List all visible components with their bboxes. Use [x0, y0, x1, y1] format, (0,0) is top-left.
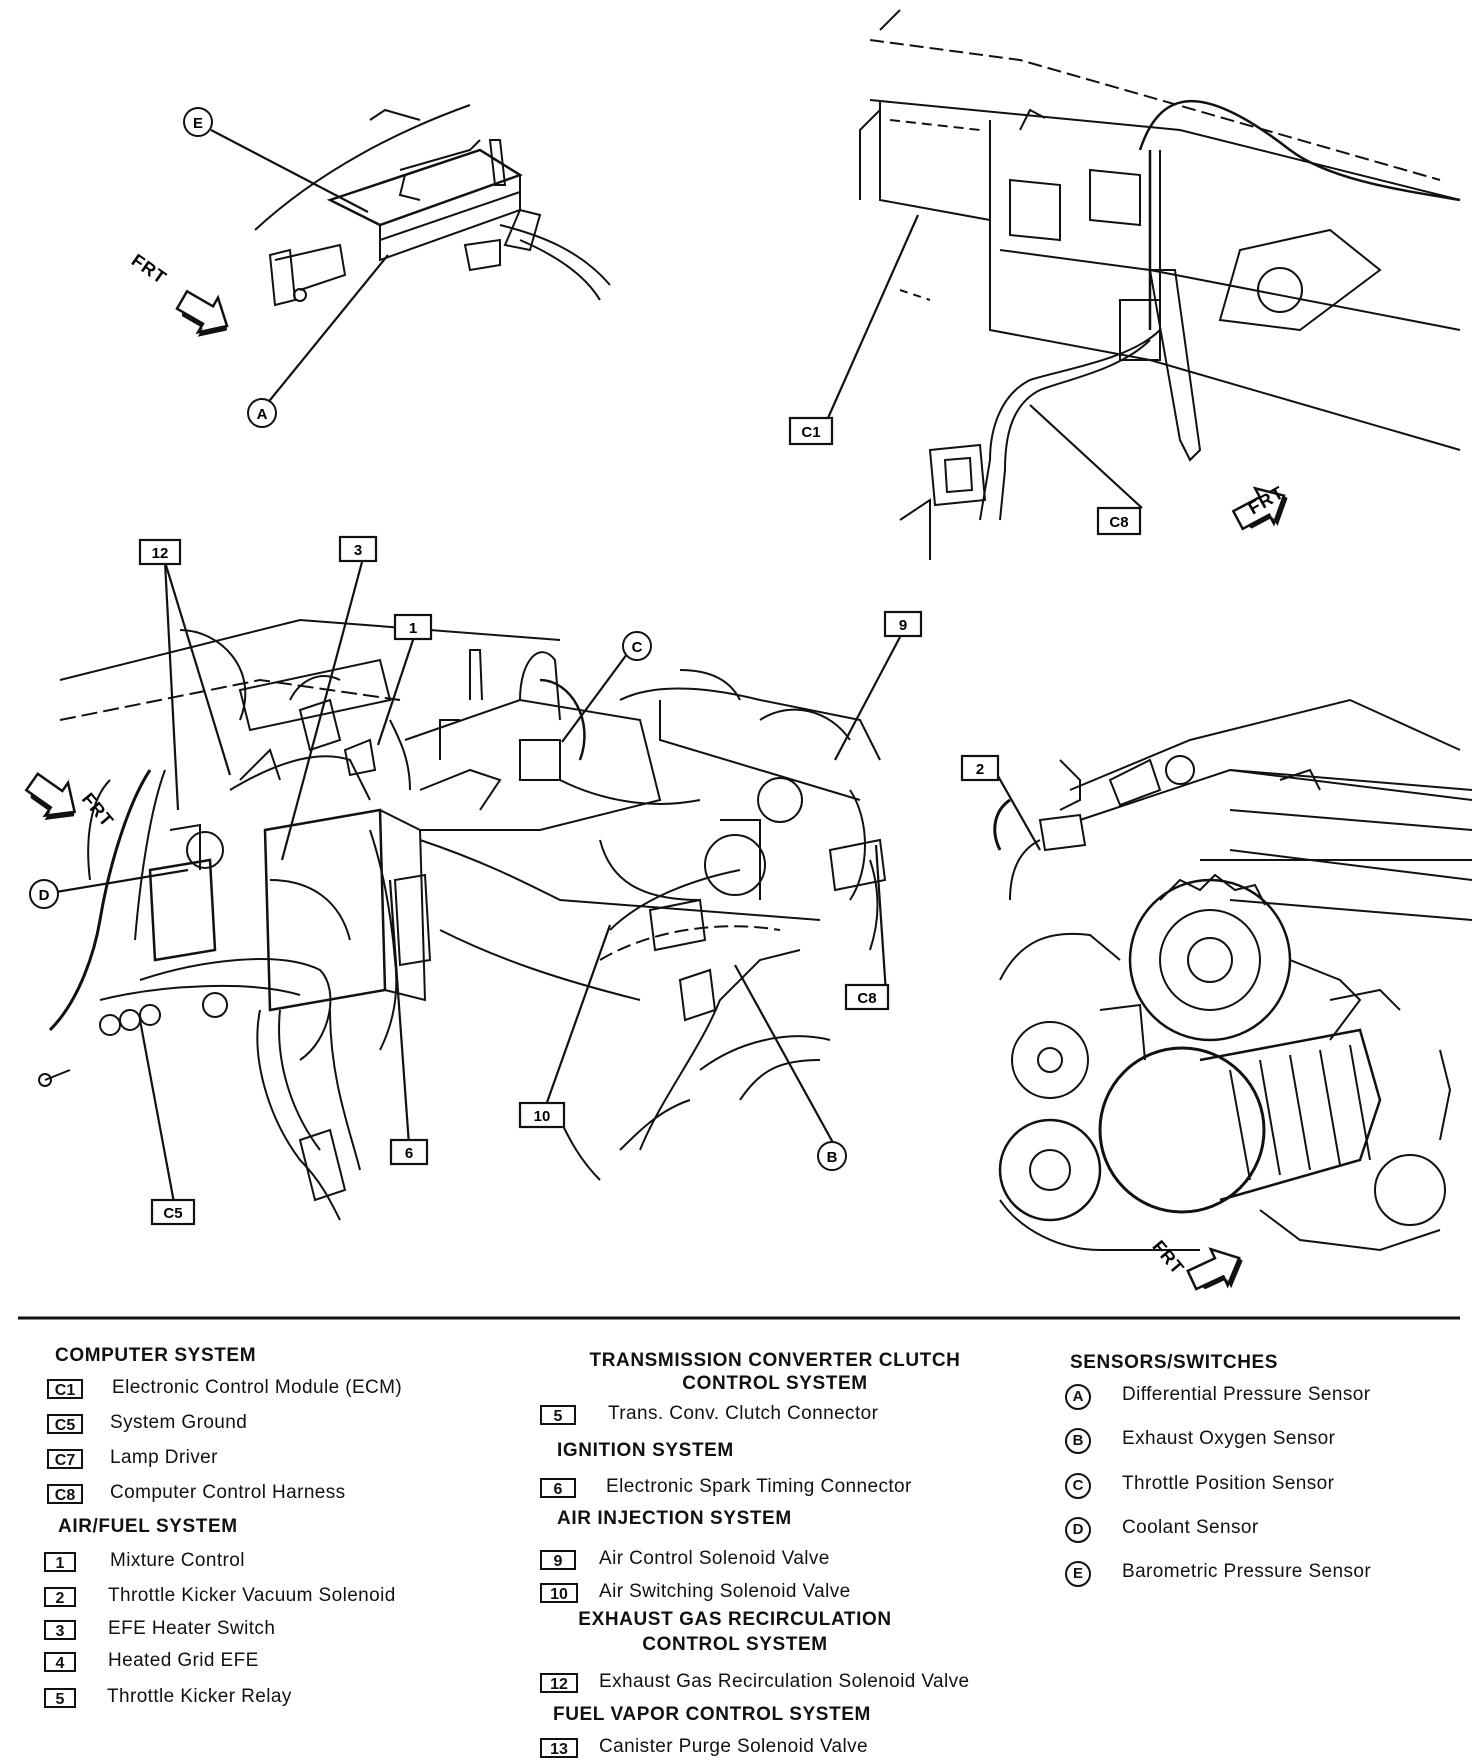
- code-5: 5: [44, 1688, 76, 1708]
- callout-c8-top-marker: [1096, 506, 1142, 536]
- ignition-system-heading: IGNITION SYSTEM: [557, 1440, 734, 1461]
- legend-c7-label: Lamp Driver: [110, 1447, 218, 1468]
- legend-d-label: Coolant Sensor: [1122, 1517, 1259, 1538]
- callout-3: 3: [354, 542, 362, 559]
- front-direction-arrow-icon: [168, 281, 241, 350]
- callout-b: B: [827, 1149, 838, 1166]
- legend-12-label: Exhaust Gas Recirculation Solenoid Valve: [599, 1671, 970, 1692]
- code-c7: C7: [47, 1449, 83, 1469]
- callout-c8-top: C8: [1109, 514, 1128, 531]
- legend-a-label: Differential Pressure Sensor: [1122, 1384, 1371, 1405]
- legend-2-label: Throttle Kicker Vacuum Solenoid: [108, 1585, 396, 1606]
- code-4: 4: [44, 1652, 76, 1672]
- callout-e: E: [193, 115, 203, 132]
- callout-c1: C1: [801, 424, 820, 441]
- top-right-view: [859, 9, 1461, 560]
- legend-b-label: Exhaust Oxygen Sensor: [1122, 1428, 1336, 1449]
- callout-c8-mid: C8: [857, 990, 876, 1007]
- air-injection-heading: AIR INJECTION SYSTEM: [557, 1508, 792, 1529]
- code-1: 1: [44, 1552, 76, 1572]
- code-d: D: [1065, 1517, 1091, 1543]
- code-b: B: [1065, 1428, 1091, 1454]
- code-13: 13: [540, 1738, 578, 1758]
- legend-6-label: Electronic Spark Timing Connector: [606, 1476, 912, 1497]
- legend-3-label: EFE Heater Switch: [108, 1618, 276, 1639]
- callout-c8-mid-marker: [844, 983, 890, 1011]
- callout-2: 2: [976, 761, 984, 778]
- callout-9-marker: [883, 610, 923, 638]
- front-label-3: FRT: [78, 789, 118, 831]
- callout-c: C: [632, 639, 643, 656]
- callout-d-marker: [29, 879, 59, 909]
- callout-6: 6: [405, 1145, 413, 1162]
- callout-c5-marker: [150, 1198, 196, 1226]
- callout-a: A: [257, 406, 268, 423]
- code-2: 2: [44, 1587, 76, 1607]
- code-c8: C8: [47, 1484, 83, 1504]
- legend-e-label: Barometric Pressure Sensor: [1122, 1561, 1372, 1582]
- front-direction-arrow-icon-3: [16, 764, 89, 834]
- callout-e-marker: [183, 107, 213, 137]
- callout-c5: C5: [163, 1205, 182, 1222]
- egr-heading-line1: EXHAUST GAS RECIRCULATION: [578, 1609, 892, 1630]
- component-location-diagram: FRT E A FRT C1: [16, 9, 1472, 1320]
- code-tcc-5: 5: [540, 1405, 576, 1425]
- sensors-switches-heading: SENSORS/SWITCHES: [1070, 1352, 1279, 1373]
- callout-10: 10: [534, 1108, 551, 1125]
- callout-12: 12: [152, 545, 169, 562]
- legend-c8-label: Computer Control Harness: [110, 1482, 346, 1503]
- callout-a-marker: [247, 398, 277, 428]
- legend-c5-label: System Ground: [110, 1412, 248, 1433]
- callout-c1-marker: [788, 416, 834, 446]
- legend-c1-label: Electronic Control Module (ECM): [112, 1377, 403, 1398]
- computer-system-heading: COMPUTER SYSTEM: [55, 1345, 257, 1366]
- callout-2-marker: [960, 754, 1000, 782]
- code-10: 10: [540, 1583, 578, 1603]
- front-direction-arrow-icon-4: [1182, 1237, 1253, 1304]
- code-12: 12: [540, 1673, 578, 1693]
- legend-4-label: Heated Grid EFE: [108, 1650, 259, 1671]
- front-label: FRT: [128, 250, 171, 288]
- code-a: A: [1065, 1384, 1091, 1410]
- code-e: E: [1065, 1561, 1091, 1587]
- callout-d: D: [39, 887, 50, 904]
- engine-front-view: [993, 698, 1472, 1252]
- callout-9: 9: [899, 617, 907, 634]
- code-c1: C1: [47, 1379, 83, 1399]
- callout-c-marker: [622, 631, 652, 661]
- callout-1: 1: [409, 620, 417, 637]
- callout-6-marker: [389, 1138, 429, 1166]
- legend-10-label: Air Switching Solenoid Valve: [599, 1581, 851, 1602]
- air-fuel-system-heading: AIR/FUEL SYSTEM: [58, 1516, 238, 1537]
- callout-12-marker: [138, 538, 182, 566]
- tcc-heading-line1: TRANSMISSION CONVERTER CLUTCH: [589, 1350, 961, 1371]
- fuel-vapor-heading: FUEL VAPOR CONTROL SYSTEM: [553, 1704, 871, 1725]
- legend-5-label: Throttle Kicker Relay: [107, 1686, 292, 1707]
- legend-13-label: Canister Purge Solenoid Valve: [599, 1736, 868, 1757]
- code-3: 3: [44, 1620, 76, 1640]
- callout-10-marker: [518, 1101, 566, 1129]
- legend-9-label: Air Control Solenoid Valve: [599, 1548, 830, 1569]
- tcc-heading-line2: CONTROL SYSTEM: [682, 1373, 868, 1394]
- callout-1-marker: [393, 613, 433, 641]
- front-label-4: FRT: [1148, 1236, 1188, 1278]
- callout-3-marker: [338, 535, 378, 563]
- code-c5: C5: [47, 1414, 83, 1434]
- code-6: 6: [540, 1478, 576, 1498]
- code-9: 9: [540, 1550, 576, 1570]
- code-c: C: [1065, 1473, 1091, 1499]
- legend-1-label: Mixture Control: [110, 1550, 245, 1571]
- egr-heading-line2: CONTROL SYSTEM: [642, 1634, 828, 1655]
- callout-b-marker: [817, 1141, 847, 1171]
- legend-c-label: Throttle Position Sensor: [1122, 1473, 1335, 1494]
- top-left-view: [254, 104, 611, 307]
- legend-tcc-5-label: Trans. Conv. Clutch Connector: [608, 1403, 879, 1424]
- middle-left-view: [38, 618, 887, 1221]
